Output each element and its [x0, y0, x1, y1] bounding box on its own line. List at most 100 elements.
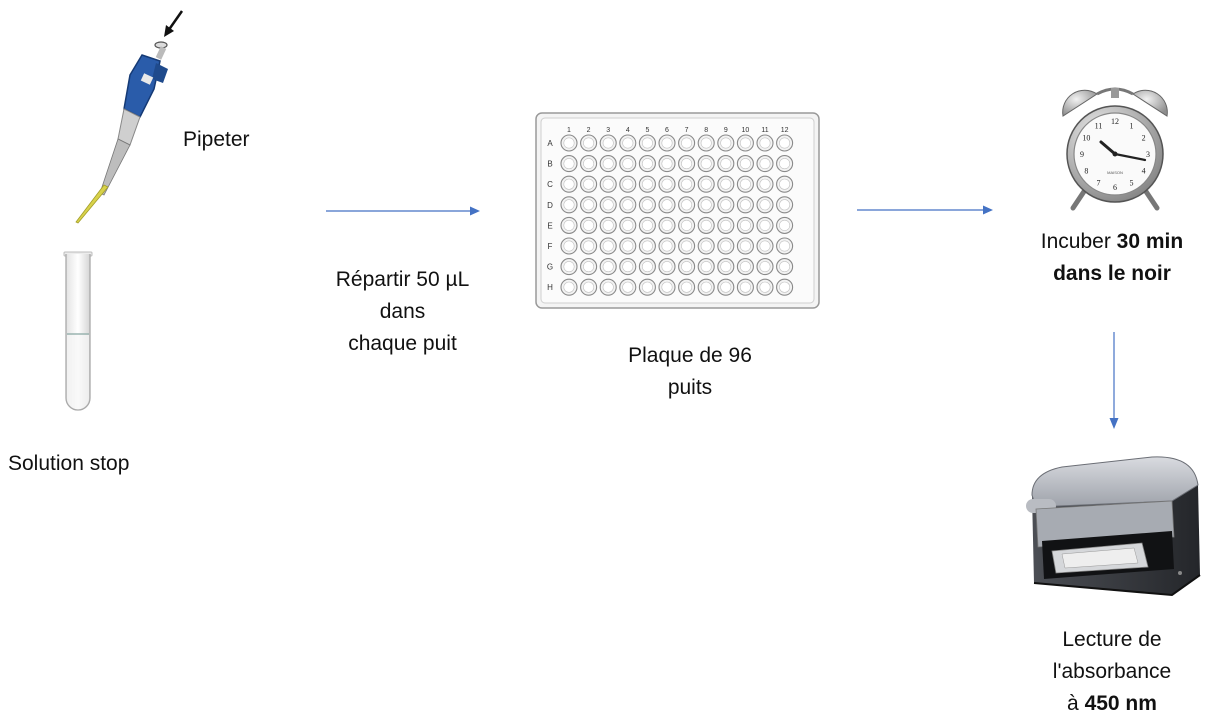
- plate-row-label: G: [547, 263, 553, 272]
- plate-well-inner: [583, 281, 595, 293]
- plate-col-label: 1: [567, 127, 571, 134]
- plate-well-inner: [641, 178, 653, 190]
- pipette-icon: [75, 10, 184, 224]
- plate-well-inner: [583, 199, 595, 211]
- plate-well-inner: [720, 137, 732, 149]
- plate-well-inner: [759, 158, 771, 170]
- plate-well-inner: [739, 158, 751, 170]
- clock-numeral: 10: [1082, 134, 1090, 143]
- plate-col-label: 11: [761, 127, 768, 134]
- plate-well-inner: [739, 281, 751, 293]
- plate-well-inner: [681, 158, 693, 170]
- plate-label: Plaque de 96 puits: [628, 344, 752, 399]
- plate-col-label: 7: [685, 127, 689, 134]
- clock-numeral: 2: [1142, 134, 1146, 143]
- plate-well-inner: [759, 219, 771, 231]
- plate-well-inner: [720, 281, 732, 293]
- plate-well-inner: [759, 137, 771, 149]
- plate-well-inner: [563, 158, 575, 170]
- plate-well-inner: [739, 199, 751, 211]
- test-tube-icon: [63, 251, 93, 411]
- plate-well-inner: [720, 261, 732, 273]
- plate-row-label: H: [547, 283, 553, 292]
- plate-well-inner: [641, 137, 653, 149]
- clock-numeral: 1: [1130, 121, 1134, 130]
- plate-col-label: 5: [645, 127, 649, 134]
- plate-col-label: 10: [742, 127, 750, 134]
- plate-well-inner: [641, 199, 653, 211]
- plate-well-inner: [661, 261, 673, 273]
- clock-numeral: 4: [1142, 167, 1146, 176]
- plate-well-inner: [641, 219, 653, 231]
- plate-well-inner: [661, 137, 673, 149]
- plate-row-label: C: [547, 180, 553, 189]
- clock-numeral: 7: [1097, 179, 1101, 188]
- pipette-label: Pipeter: [183, 128, 250, 151]
- plate-well-inner: [700, 219, 712, 231]
- plate-well-inner: [622, 178, 634, 190]
- plate-well-inner: [661, 240, 673, 252]
- plate-well-inner: [720, 158, 732, 170]
- plate-well-inner: [681, 281, 693, 293]
- plate-well-inner: [779, 178, 791, 190]
- tube-label: Solution stop: [8, 452, 130, 475]
- plate-well-inner: [602, 158, 614, 170]
- plate-row-label: E: [547, 221, 552, 230]
- plate-well-inner: [779, 219, 791, 231]
- clock-numeral: 6: [1113, 183, 1117, 192]
- plate-col-label: 12: [781, 127, 789, 134]
- plate-well-inner: [602, 261, 614, 273]
- plate-well-inner: [681, 199, 693, 211]
- plate-well-inner: [641, 158, 653, 170]
- plate-well-inner: [759, 261, 771, 273]
- plate-well-inner: [602, 178, 614, 190]
- plate-well-inner: [622, 219, 634, 231]
- plate-well-inner: [661, 281, 673, 293]
- plate-well-inner: [720, 240, 732, 252]
- press-arrow-icon: [166, 10, 184, 32]
- plate-well-inner: [622, 158, 634, 170]
- plate-well-inner: [661, 178, 673, 190]
- plate-row-label: D: [547, 201, 553, 210]
- plate-well-inner: [602, 240, 614, 252]
- plate-well-inner: [583, 240, 595, 252]
- plate-well-inner: [739, 137, 751, 149]
- plate-well-inner: [563, 137, 575, 149]
- plate-well-inner: [681, 261, 693, 273]
- plate-well-inner: [700, 137, 712, 149]
- plate-row-label: F: [548, 242, 553, 251]
- plate-well-inner: [661, 219, 673, 231]
- clock-numeral: 9: [1080, 150, 1084, 159]
- plate-well-inner: [602, 281, 614, 293]
- plate-col-label: 9: [724, 127, 728, 134]
- plate-reader-icon: [1026, 456, 1201, 597]
- plate-col-label: 6: [665, 127, 669, 134]
- plate-well-inner: [563, 281, 575, 293]
- plate-well-inner: [700, 240, 712, 252]
- plate-well-inner: [641, 261, 653, 273]
- plate-well-inner: [563, 219, 575, 231]
- plate-well-inner: [583, 158, 595, 170]
- plate-well-inner: [602, 219, 614, 231]
- plate-col-label: 8: [704, 127, 708, 134]
- plate-col-label: 3: [606, 127, 610, 134]
- plate-well-inner: [602, 137, 614, 149]
- plate-well-inner: [681, 178, 693, 190]
- clock-numeral: 5: [1130, 179, 1134, 188]
- plate-well-inner: [779, 158, 791, 170]
- plate-well-inner: [681, 240, 693, 252]
- plate-well-inner: [720, 178, 732, 190]
- plate-well-inner: [700, 281, 712, 293]
- plate-well-inner: [720, 199, 732, 211]
- plate-row-label: A: [547, 139, 553, 148]
- plate-well-inner: [661, 199, 673, 211]
- plate-well-inner: [641, 240, 653, 252]
- incubation-label: Incuber 30 min dans le noir: [1040, 230, 1184, 285]
- plate-well-inner: [739, 261, 751, 273]
- arrow-to-reader: [1109, 332, 1119, 429]
- dispense-label: Répartir 50 µL dans chaque puit: [335, 268, 470, 355]
- plate-well-inner: [739, 219, 751, 231]
- plate-row-label: B: [547, 160, 552, 169]
